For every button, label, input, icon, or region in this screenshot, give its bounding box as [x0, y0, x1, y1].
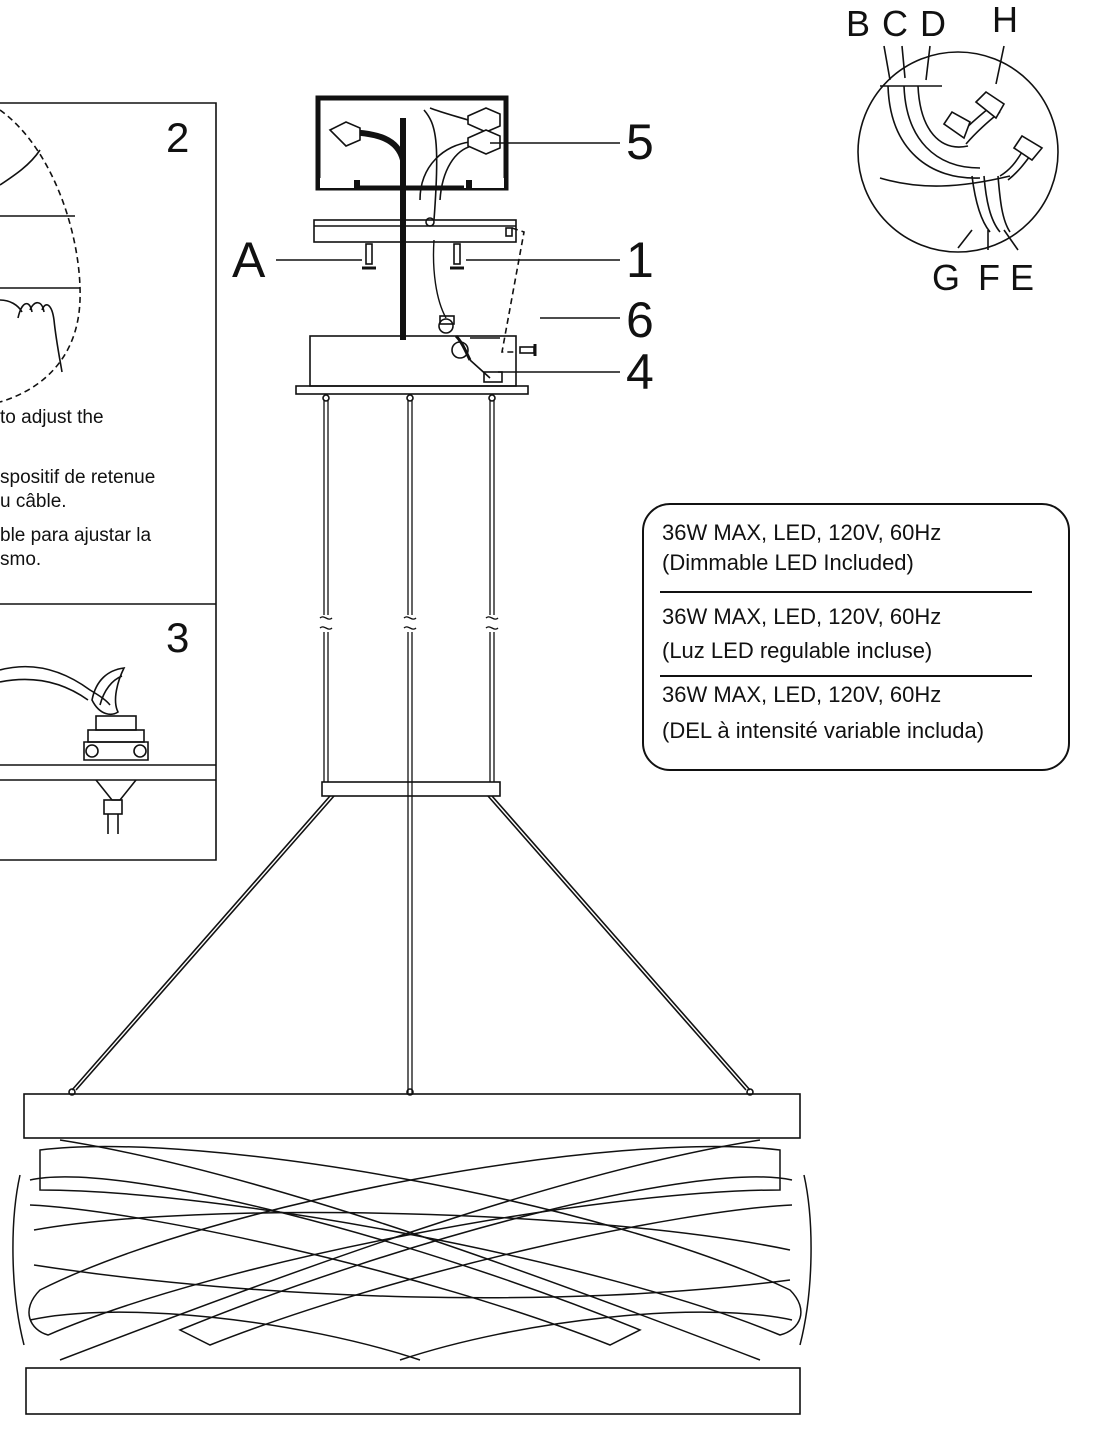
- wire-label-c: C: [882, 3, 908, 44]
- spec-box: 36W MAX, LED, 120V, 60Hz (Dimmable LED I…: [642, 503, 1070, 771]
- spec-divider: [660, 675, 1032, 677]
- spec-divider: [660, 591, 1032, 593]
- wire-label-f: F: [978, 257, 1000, 298]
- bottom-ring-frame: [25, 1367, 801, 1415]
- step-3-number: 3: [166, 614, 190, 661]
- ground-wire: [432, 239, 503, 383]
- step-2-text-line: to adjust the: [0, 407, 104, 428]
- step-2-text-line: u câble.: [0, 491, 67, 512]
- step-2-text-line: spositif de retenue: [0, 467, 156, 488]
- step-3-detail-drawing: [0, 665, 216, 834]
- wire-label-e: E: [1010, 257, 1035, 298]
- top-ring-frame: [23, 1093, 801, 1139]
- callout-4: 4: [626, 344, 654, 400]
- wire-detail-nuts: [942, 90, 1044, 162]
- led-ribbons: [12, 1139, 812, 1361]
- wire-label-b: B: [846, 3, 871, 44]
- suspension-cables: [319, 400, 499, 1095]
- spec-spanish-note: (Luz LED regulable incluse): [662, 638, 933, 663]
- canopy-screw: [519, 344, 537, 356]
- callout-1: 1: [626, 232, 654, 288]
- callout-leaders: [276, 142, 620, 373]
- spec-english-note: (Dimmable LED Included): [662, 550, 914, 575]
- dashed-leader: [501, 227, 525, 353]
- mounting-screws: [362, 243, 464, 270]
- callout-a: A: [232, 232, 266, 288]
- callout-5: 5: [626, 114, 654, 170]
- step-2-detail-circle: [0, 109, 81, 403]
- canopy: [295, 335, 529, 402]
- callout-6: 6: [626, 292, 654, 348]
- spec-french-note: (DEL à intensité variable includa): [662, 718, 985, 743]
- step-2-number: 2: [166, 114, 190, 161]
- step-2-panel-frame: [0, 102, 217, 861]
- wire-label-d: D: [920, 3, 946, 44]
- step-2-text-line: smo.: [0, 549, 42, 570]
- wire-label-g: G: [932, 257, 961, 298]
- house-wires: [339, 107, 473, 340]
- spec-english-rating: 36W MAX, LED, 120V, 60Hz: [662, 520, 942, 545]
- spreader-hub: [68, 781, 754, 1096]
- step-2-text-line: ble para ajustar la: [0, 525, 152, 546]
- mounting-bracket: [313, 217, 517, 243]
- spec-spanish-rating: 36W MAX, LED, 120V, 60Hz: [662, 604, 942, 629]
- wire-detail-circle: [857, 45, 1059, 253]
- wire-label-h: H: [992, 0, 1018, 40]
- spec-french-rating: 36W MAX, LED, 120V, 60Hz: [662, 682, 942, 707]
- wire-nuts: [328, 107, 501, 155]
